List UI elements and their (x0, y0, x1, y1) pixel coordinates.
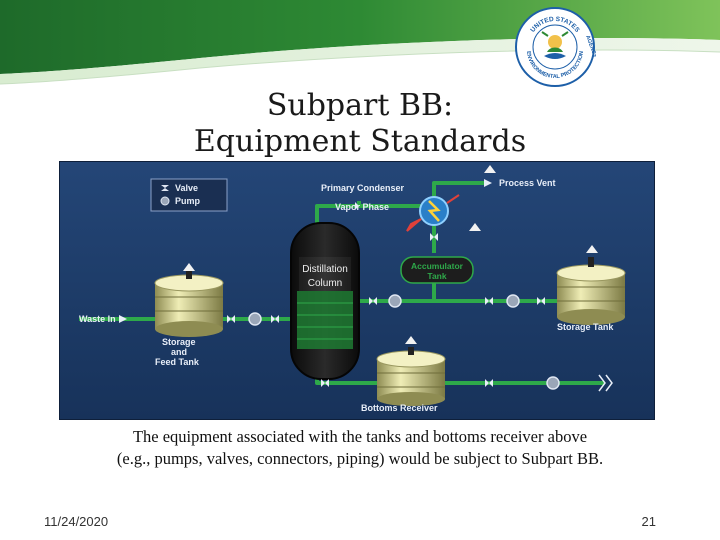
pipe-break-icon (598, 374, 613, 392)
inline-valves (227, 233, 545, 387)
accumulator-tank: Accumulator Tank (400, 256, 474, 284)
valve-icon (321, 379, 329, 387)
bottoms-receiver-vent-icon (405, 336, 417, 344)
valve-icon (271, 315, 279, 323)
waste-in-label: Waste In (79, 314, 116, 324)
bottoms-receiver (376, 347, 446, 406)
slide-date: 11/24/2020 (44, 514, 109, 529)
feed-tank-label-line2: and (171, 347, 187, 357)
slide-title-line2: Equipment Standards (193, 124, 527, 159)
caption-line1: The equipment associated with the tanks … (132, 427, 588, 446)
pumps (248, 294, 560, 390)
storage-feed-tank (154, 271, 224, 337)
caption-line2: (e.g., pumps, valves, connectors, piping… (116, 449, 604, 468)
primary-condenser-label: Primary Condenser (321, 183, 405, 193)
distillation-column: Distillation Column (290, 222, 360, 380)
valve-icon (227, 315, 235, 323)
valve-icon (430, 233, 438, 241)
storage-tank-vent-icon (586, 245, 598, 253)
pump-icon (160, 196, 170, 206)
feed-tank-label-line3: Feed Tank (155, 357, 200, 367)
valve-icon (369, 297, 377, 305)
process-vent-icon (484, 165, 496, 173)
distillation-label-line1: Distillation (302, 264, 348, 275)
process-diagram: Valve Pump Primary Condenser Process Ven… (59, 161, 655, 420)
page-number: 21 (641, 514, 656, 529)
legend-valve-label: Valve (175, 183, 198, 193)
vent-valves (183, 165, 598, 344)
pipe-network (79, 181, 604, 385)
pump-icon (388, 294, 402, 308)
valve-icon (537, 297, 545, 305)
slide-caption: The equipment associated with the tanks … (40, 426, 680, 470)
accumulator-label-line1: Accumulator (411, 261, 464, 271)
seal-text-side: AGENCY (584, 35, 596, 59)
valve-icon (485, 379, 493, 387)
distillation-label-line2: Column (308, 278, 342, 289)
storage-tank-label: Storage Tank (557, 322, 614, 332)
pump-icon (546, 376, 560, 390)
feed-tank-label-line1: Storage (162, 337, 196, 347)
bottoms-receiver-label: Bottoms Receiver (361, 403, 438, 413)
process-vent-label: Process Vent (499, 178, 556, 188)
legend-pump-label: Pump (175, 196, 201, 206)
vent-pipe (359, 181, 484, 208)
epa-seal-logo: UNITED STATES ENVIRONMENTAL PROTECTION A… (515, 7, 596, 87)
valve-icon (161, 185, 169, 191)
accumulator-label-line2: Tank (427, 271, 446, 281)
valve-icon (485, 297, 493, 305)
vapor-phase-label: Vapor Phase (335, 202, 389, 212)
legend: Valve Pump (150, 178, 228, 212)
slide-title-line1: Subpart BB: (266, 88, 454, 123)
feed-tank-vent-icon (183, 263, 195, 271)
header-banner (0, 0, 720, 90)
pump-icon (506, 294, 520, 308)
pump-icon (248, 312, 262, 326)
accumulator-vent-icon (469, 223, 481, 231)
storage-tank (556, 257, 626, 325)
primary-condenser (406, 194, 460, 232)
